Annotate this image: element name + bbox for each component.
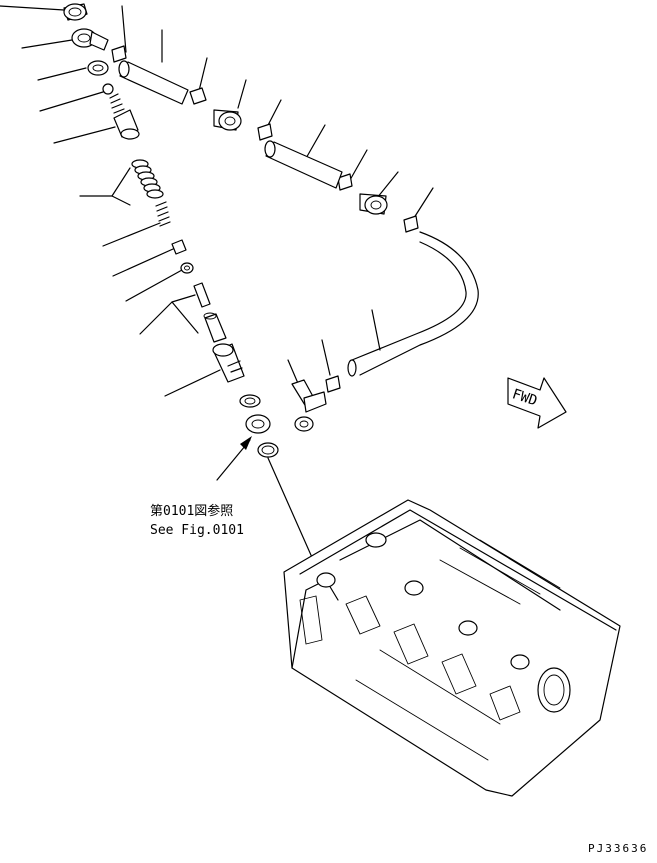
nozzle-gasket <box>239 394 261 408</box>
elbow-fitting <box>291 379 327 432</box>
o-ring <box>257 442 279 458</box>
return-hose-inner <box>351 241 467 361</box>
injector-part-stack <box>63 3 323 581</box>
shim-stack <box>131 159 164 199</box>
nozzle-sleeve <box>245 414 271 434</box>
retaining-pins <box>193 282 227 343</box>
hose-clamp-2 <box>189 87 207 105</box>
fwd-label: FWD <box>510 386 539 409</box>
washer-upper <box>87 60 109 76</box>
coil-spring <box>109 93 140 140</box>
reference-english: See Fig.0101 <box>150 523 244 538</box>
spring-seat <box>171 239 187 255</box>
return-hose-outer <box>359 231 479 376</box>
leader-lines <box>0 5 434 397</box>
fwd-arrow-icon: FWD <box>507 377 567 429</box>
reference-note: 第0101図参照 See Fig.0101 <box>150 503 244 538</box>
small-ring <box>180 262 194 274</box>
cylinder-head <box>283 499 621 797</box>
hose-clamp-3 <box>257 123 273 141</box>
check-ball <box>102 83 114 95</box>
reference-arrow-head <box>240 436 252 450</box>
cap-nut <box>63 3 88 21</box>
figure-id: PJ33636 <box>588 842 648 855</box>
hose-clamp-6 <box>325 375 341 393</box>
hose-clamp-4 <box>337 173 353 191</box>
eye-joint-middle <box>213 109 242 131</box>
leak-off-hose-1 <box>119 61 189 105</box>
hose-clamp-5 <box>403 215 419 233</box>
leak-off-hose-2 <box>265 141 343 189</box>
eye-joint <box>71 28 109 51</box>
injector-spring <box>155 201 171 227</box>
nozzle-holder <box>212 343 245 383</box>
hose-clamp-1 <box>111 45 127 63</box>
eye-joint-lower <box>359 193 388 215</box>
reference-japanese: 第0101図参照 <box>150 503 233 519</box>
leak-off-tube-assembly <box>111 45 479 432</box>
